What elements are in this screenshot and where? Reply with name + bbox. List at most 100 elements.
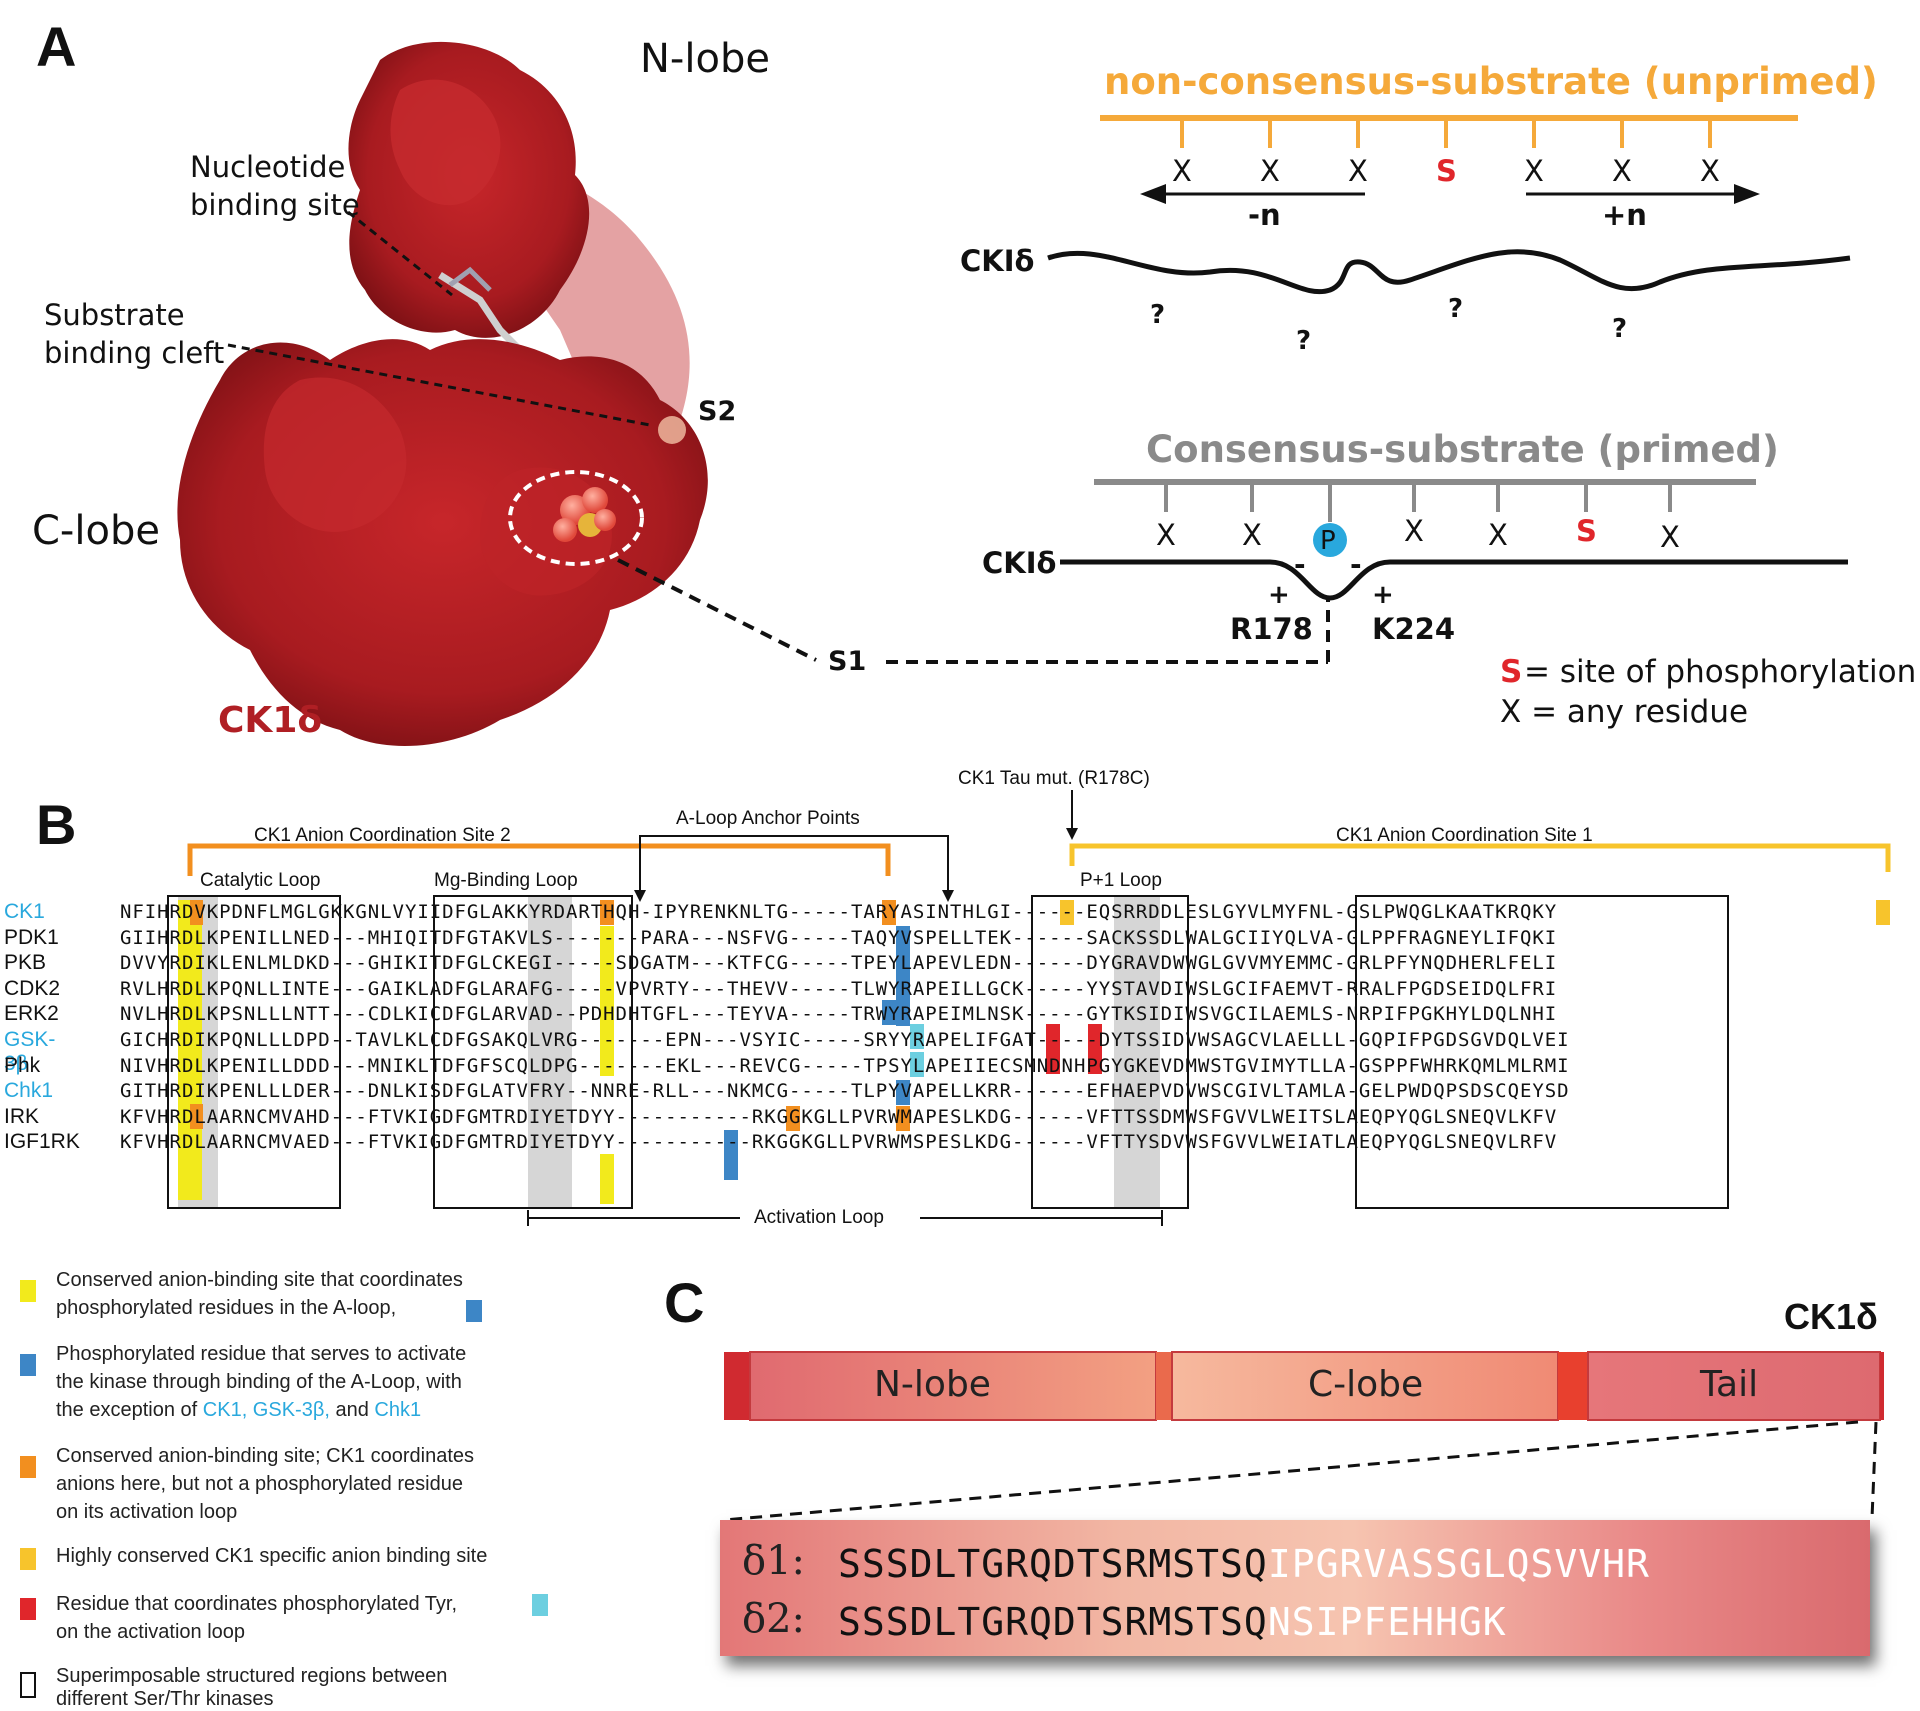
legend-swatch-gold [20,1548,36,1570]
panel-b-letter: B [36,793,77,856]
primed-residue-6-site: S [1576,514,1597,548]
k224-label: K224 [1372,612,1456,646]
legend-swatch-blue [20,1354,36,1376]
legend-gold-line1: Highly conserved CK1 specific anion bind… [56,1545,488,1567]
legend-box-line1: Superimposable structured regions betwee… [56,1665,448,1687]
delta2-sequence: SSSDLTGRQDTSRMSTSQNSIPFEHHGK [838,1600,1507,1644]
legend-swatch-box [20,1672,36,1698]
legend-box-line2: different Ser/Thr kinases [56,1688,274,1710]
primed-substrate-diagram [1060,479,1848,601]
legend-yellow-line1: Conserved anion-binding site that coordi… [56,1269,463,1291]
legend-orange-line1: Conserved anion-binding site; CK1 coordi… [56,1445,475,1467]
s1-highlight-ellipse [508,470,644,566]
legend-blue-line2: the kinase through binding of the A-Loop… [56,1371,462,1393]
primed-residue-5: X [1488,518,1508,552]
unprimed-substrate-diagram [1047,115,1851,295]
alignment-row-sequence: RVLHRDLKPQNLLINTE---GAIKLADFGLARAFG-----… [120,977,1558,1000]
ck-primed-line [1060,559,1848,601]
s2-label: S2 [698,396,737,427]
primed-residue-7: X [1660,520,1680,554]
plus-charge-2: + [1372,580,1394,610]
phospho-circle [1313,523,1347,557]
alignment-row-name: CDK2 [4,976,61,1000]
delta1-label: δ1: [742,1538,806,1584]
unprimed-residue-1: X [1172,154,1192,188]
alignment-row-sequence: KFVHRDLAARNCMVAHD---FTVKIGDFGMTRDIYETDYY… [120,1105,1558,1128]
ck-unprimed-curve [1047,249,1851,295]
alignment-row-sequence: NVLHRDLKPSNLLLNTT---CDLKICDFGLARVAD--PDH… [120,1003,1558,1026]
alignment-row-sequence: GITHRDIKPENLLLDER---DNLKISDFGLATVFRY--NN… [120,1080,1570,1103]
primed-residue-3-phospho: P [1320,526,1336,556]
legend-yellow-line2: phosphorylated residues in the A-loop, [56,1297,397,1319]
site1-label: CK1 Anion Coordination Site 1 [1336,825,1593,846]
question-mark-2: ? [1296,326,1312,356]
legend-blue-line3: the exception of CK1, GSK-3β, and Chk1 [56,1399,422,1421]
unprimed-residue-7: X [1700,154,1720,188]
question-mark-4: ? [1612,314,1628,344]
legend-swatch-yellow [20,1280,36,1302]
primed-residue-2: X [1242,518,1262,552]
aloop-anchor-label: A-Loop Anchor Points [676,808,860,829]
legend-s-text: = site of phosphorylation [1524,654,1917,690]
protein-surface-illustration [177,41,1330,747]
legend-orange-line2: anions here, but not a phosphorylated re… [56,1473,463,1495]
s1-label: S1 [828,646,867,677]
alignment-row-name: Phk [4,1053,41,1077]
alignment-row-sequence: GIIHRDLKPENILLNED---MHIQITDFGTAKVLS-----… [120,926,1558,949]
tau-mut-label: CK1 Tau mut. (R178C) [958,768,1150,789]
unprimed-residue-6: X [1612,154,1632,188]
legend-inline-blue-swatch [466,1300,482,1322]
panel-c-letter: C [664,1271,705,1334]
domain-c-lobe: C-lobe [1308,1364,1424,1405]
unprimed-residue-4-site: S [1436,154,1457,188]
protein-name-label: CK1δ [218,700,323,741]
plus-n-label: +n [1602,198,1647,232]
ck-unprimed-label: CKIδ [960,244,1035,278]
legend-s-symbol: S [1500,654,1523,690]
primed-residue-4: X [1404,514,1424,548]
nucleotide-label-line1: Nucleotide [190,150,346,184]
legend-swatch-red [20,1598,36,1620]
nucleotide-label-line2: binding site [190,188,360,222]
catalytic-loop-label: Catalytic Loop [200,870,321,891]
legend-red-line2: on the activation loop [56,1621,246,1643]
activation-loop-label: Activation Loop [754,1207,884,1228]
legend-inline-cyan-swatch [532,1594,548,1616]
question-mark-1: ? [1150,300,1166,330]
unprimed-residue-2: X [1260,154,1280,188]
panel-c-title: CK1δ [1784,1296,1878,1337]
site2-label: CK1 Anion Coordination Site 2 [254,825,511,846]
alignment-row-name: Chk1 [4,1079,54,1103]
primed-title: Consensus-substrate (primed) [1146,428,1779,471]
legend-x-text: X = any residue [1500,694,1749,730]
alignment-row-sequence: NFIHRDVKPDNFLMGLGKKGNLVYIIDFGLAKKYRDARTH… [120,901,1558,923]
substrate-label-line1: Substrate [44,298,185,332]
alignment-row-sequence: GICHRDIKPQNLLLDPD--TAVLKLCDFGSAKQLVRG---… [120,1029,1570,1051]
s2-phosphate [658,416,686,444]
unprimed-title: non-consensus-substrate (unprimed) [1104,60,1878,103]
minus-charge-2: - [1350,548,1362,581]
alignment-row-sequence: DVVYRDIKLENLMLDKD---GHIKITDFGLCKEGI-----… [120,952,1558,975]
alignment-row-name: IRK [4,1104,40,1128]
ck-primed-label: CKIδ [982,546,1057,580]
alignment-row-name: PKB [4,951,47,975]
legend-blue-line1: Phosphorylated residue that serves to ac… [56,1343,467,1365]
alignment-row-name: PDK1 [4,925,59,949]
delta1-sequence: SSSDLTGRQDTSRMSTSQIPGRVASSGLQSVVHR [838,1542,1650,1586]
nucleotide-ligand [438,272,523,353]
minus-charge-1: - [1294,548,1306,581]
tail-sequence-box: δ1: SSSDLTGRQDTSRMSTSQIPGRVASSGLQSVVHR δ… [720,1520,1870,1656]
legend-swatch-orange [20,1456,36,1478]
question-mark-3: ? [1448,294,1464,324]
panel-a-letter: A [36,15,77,78]
alignment-row-sequence: NIVHRDLKPENILLDDD---MNIKLTDFGFSCQLDPG---… [120,1054,1570,1077]
domain-n-lobe: N-lobe [874,1364,991,1405]
delta2-label: δ2: [742,1596,806,1642]
legend-orange-line3: on its activation loop [56,1501,238,1523]
domain-tail: Tail [1700,1364,1759,1405]
legend-red-line1: Residue that coordinates phosphorylated … [56,1593,457,1615]
n-lobe-label: N-lobe [640,36,770,82]
minus-n-label: -n [1248,198,1281,232]
plus-charge-1: + [1268,580,1290,610]
r178-label: R178 [1230,612,1313,646]
